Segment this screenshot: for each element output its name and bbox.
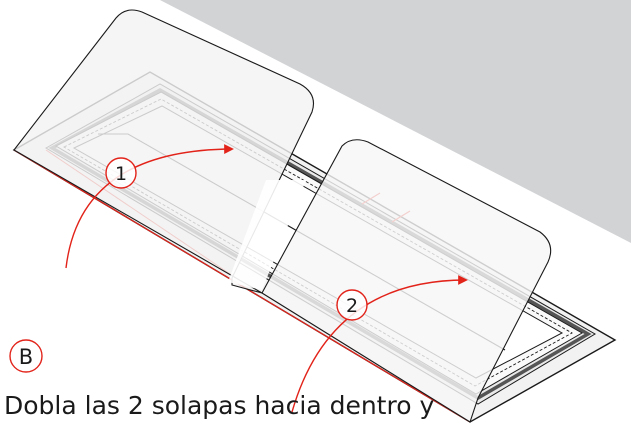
background-band <box>160 0 631 243</box>
instruction-caption: Dobla las 2 solapas hacia dentro y <box>4 391 435 420</box>
step-label-letter: B <box>19 345 33 369</box>
callout-2-circle <box>336 289 368 321</box>
flap-1 <box>13 9 315 294</box>
callout-2: 2 <box>336 289 368 321</box>
step-label: B <box>9 339 43 373</box>
callout-1-number: 1 <box>115 163 127 185</box>
step-label-circle <box>9 339 43 373</box>
callout-1: 1 <box>105 157 137 189</box>
callout-2-number: 2 <box>346 295 358 317</box>
flap-2 <box>261 139 552 423</box>
flap-gap <box>228 180 306 290</box>
callout-1-circle <box>105 157 137 189</box>
